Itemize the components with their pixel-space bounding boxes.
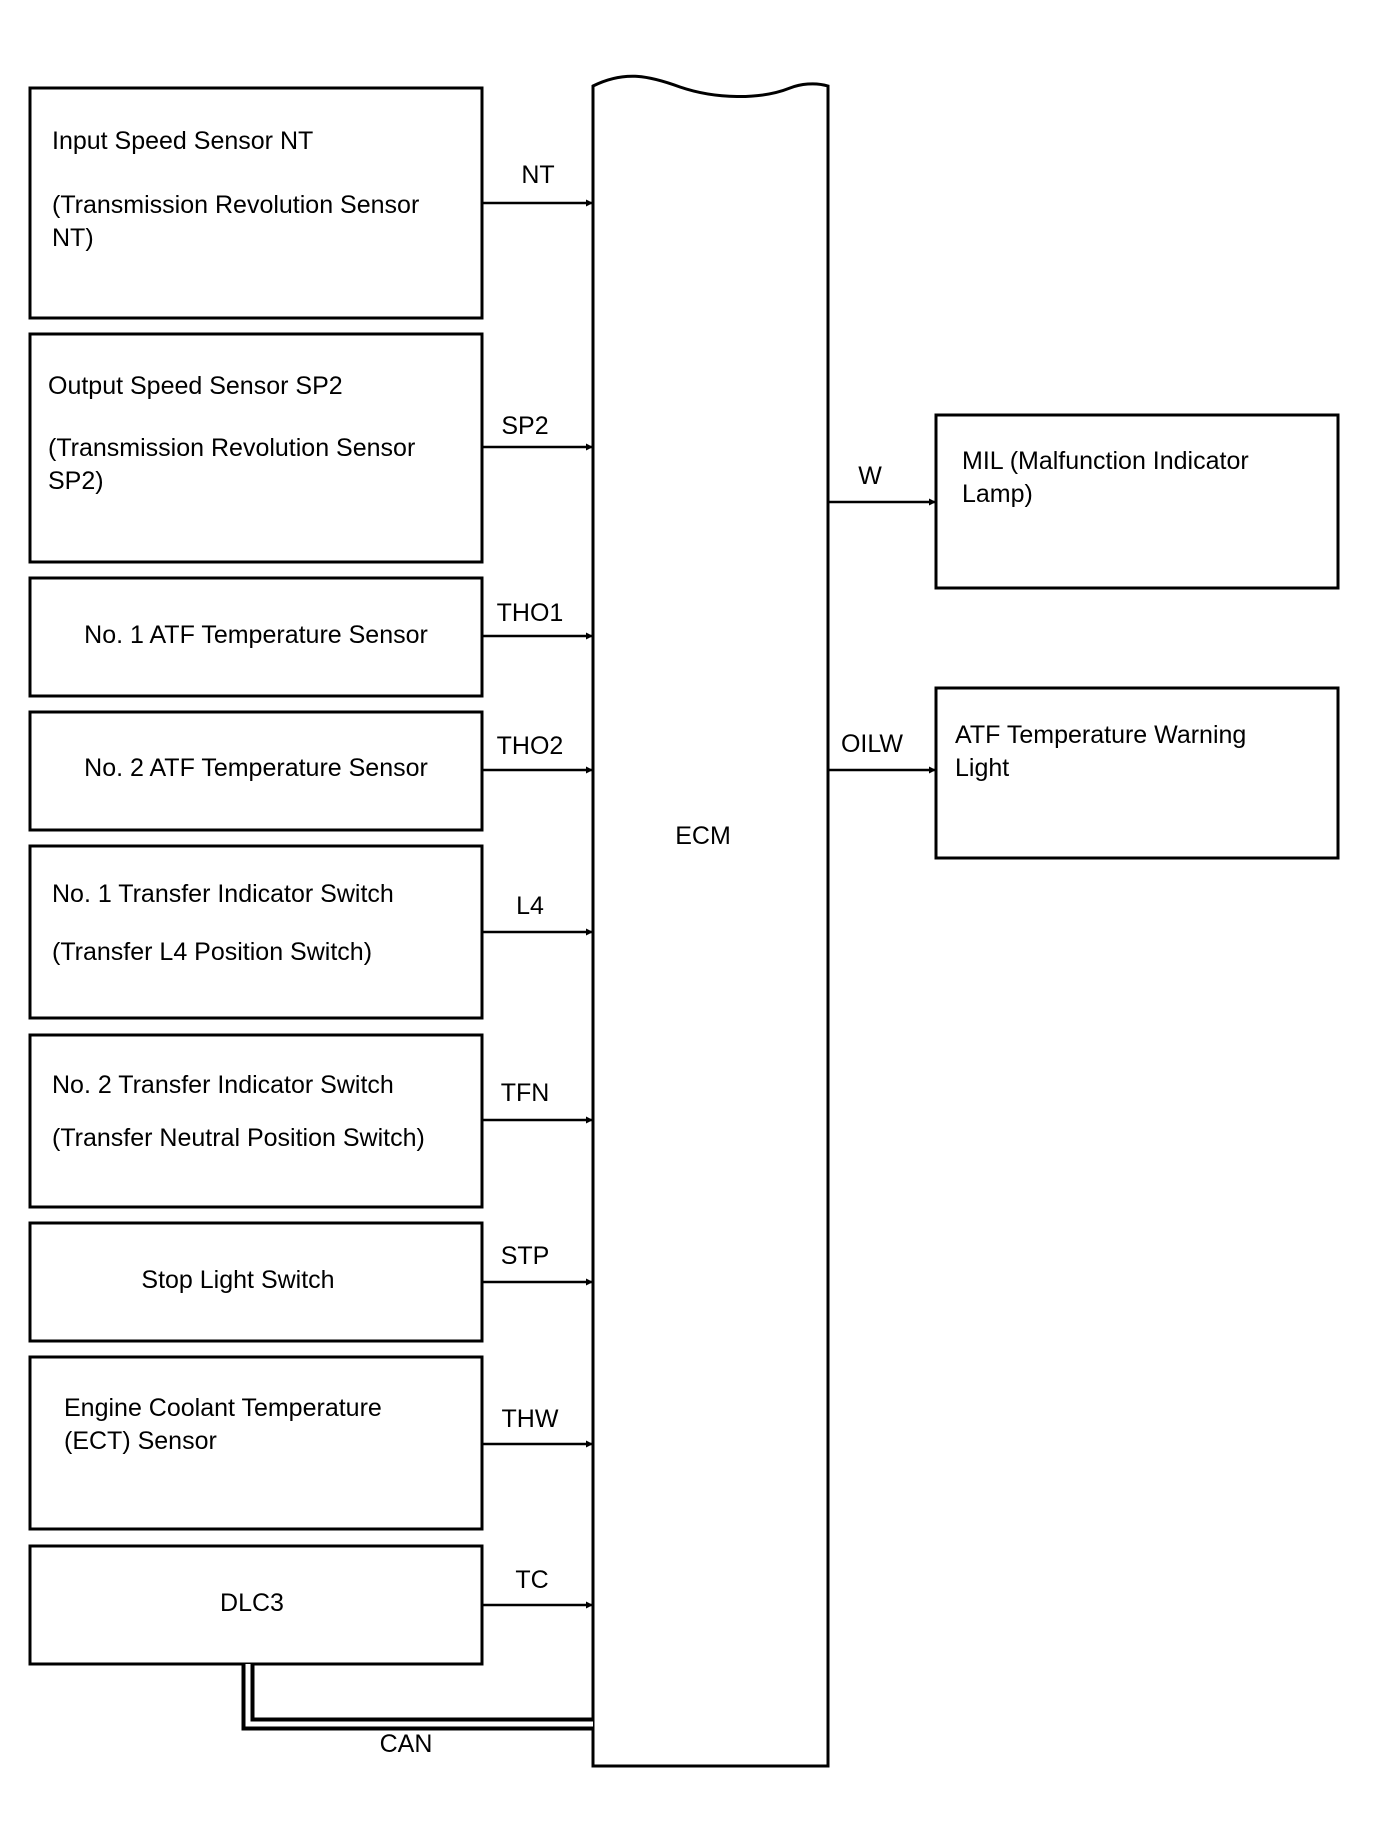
ecm-outline: [591, 74, 830, 1768]
tc-signal-label: TC: [515, 1566, 548, 1594]
atf-temperature-warning-light: ATF Temperature Warning Light OILW: [828, 686, 1340, 860]
dlc3-box: [28, 1544, 484, 1666]
input-speed-sensor-label: Input Speed Sensor NT: [52, 127, 313, 155]
no2-atf-sensor-label: No. 2 ATF Temperature Sensor: [84, 754, 428, 782]
no2-transfer-switch-sublabel: (Transfer Neutral Position Switch): [52, 1124, 425, 1152]
can-bus-inner: [245, 1664, 593, 1727]
no2-transfer-switch-box: [28, 1033, 484, 1209]
stop-light-switch: Stop Light Switch STP: [28, 1221, 593, 1343]
no2-transfer-switch-label: No. 2 Transfer Indicator Switch: [52, 1071, 394, 1099]
tfn-signal-label: TFN: [501, 1079, 550, 1107]
no2-transfer-indicator-switch: No. 2 Transfer Indicator Switch (Transfe…: [28, 1033, 593, 1209]
atf-warning-light-label: ATF Temperature Warning: [955, 721, 1246, 749]
tho1-signal-label: THO1: [497, 599, 564, 627]
ecm-block: ECM: [591, 74, 830, 1768]
can-bus: CAN: [241, 1664, 593, 1758]
output-speed-sensor-sp2: Output Speed Sensor SP2 (Transmission Re…: [28, 332, 593, 564]
input-speed-sensor-nt: Input Speed Sensor NT (Transmission Revo…: [28, 86, 593, 320]
no1-transfer-switch-label: No. 1 Transfer Indicator Switch: [52, 880, 394, 908]
stop-light-switch-label: Stop Light Switch: [141, 1266, 334, 1294]
ecm-label: ECM: [675, 822, 731, 850]
ect-sensor-box: [28, 1355, 484, 1531]
dlc3: DLC3 TC: [28, 1544, 593, 1666]
ect-sensor-sublabel: (ECT) Sensor: [64, 1427, 217, 1455]
input-speed-sensor-sublabel: (Transmission Revolution Sensor: [52, 191, 419, 219]
mil-malfunction-indicator-lamp: MIL (Malfunction Indicator Lamp) W: [828, 413, 1340, 590]
dlc3-label: DLC3: [220, 1589, 284, 1617]
atf-warning-light-sublabel: Light: [955, 754, 1009, 782]
ect-sensor: Engine Coolant Temperature (ECT) Sensor …: [28, 1355, 593, 1531]
no2-atf-temperature-sensor: No. 2 ATF Temperature Sensor THO2: [28, 710, 593, 832]
stop-light-switch-box: [28, 1221, 484, 1343]
w-signal-label: W: [858, 462, 882, 490]
mil-box: [934, 413, 1340, 590]
input-speed-sensor-box: [28, 86, 484, 320]
can-bus-label: CAN: [380, 1730, 433, 1758]
no1-atf-temperature-sensor: No. 1 ATF Temperature Sensor THO1: [28, 576, 593, 698]
l4-signal-label: L4: [516, 892, 544, 920]
can-bus-outer: [241, 1664, 593, 1731]
no1-transfer-indicator-switch: No. 1 Transfer Indicator Switch (Transfe…: [28, 844, 593, 1020]
no1-atf-sensor-label: No. 1 ATF Temperature Sensor: [84, 621, 428, 649]
output-speed-sensor-box: [28, 332, 484, 564]
oilw-signal-label: OILW: [841, 730, 903, 758]
no1-transfer-switch-sublabel: (Transfer L4 Position Switch): [52, 938, 372, 966]
mil-label: MIL (Malfunction Indicator: [962, 447, 1249, 475]
sp2-signal-label: SP2: [501, 412, 548, 440]
thw-signal-label: THW: [502, 1405, 559, 1433]
no1-atf-sensor-box: [28, 576, 484, 698]
output-speed-sensor-sublabel-cont: SP2): [48, 467, 104, 495]
mil-sublabel: Lamp): [962, 480, 1033, 508]
input-speed-sensor-sublabel-cont: NT): [52, 224, 94, 252]
atf-warning-light-box: [934, 686, 1340, 860]
no1-transfer-switch-box: [28, 844, 484, 1020]
no2-atf-sensor-box: [28, 710, 484, 832]
tho2-signal-label: THO2: [497, 732, 564, 760]
output-speed-sensor-sublabel: (Transmission Revolution Sensor: [48, 434, 415, 462]
stp-signal-label: STP: [501, 1242, 550, 1270]
nt-signal-label: NT: [521, 161, 554, 189]
output-speed-sensor-label: Output Speed Sensor SP2: [48, 372, 343, 400]
ect-sensor-label: Engine Coolant Temperature: [64, 1394, 382, 1422]
